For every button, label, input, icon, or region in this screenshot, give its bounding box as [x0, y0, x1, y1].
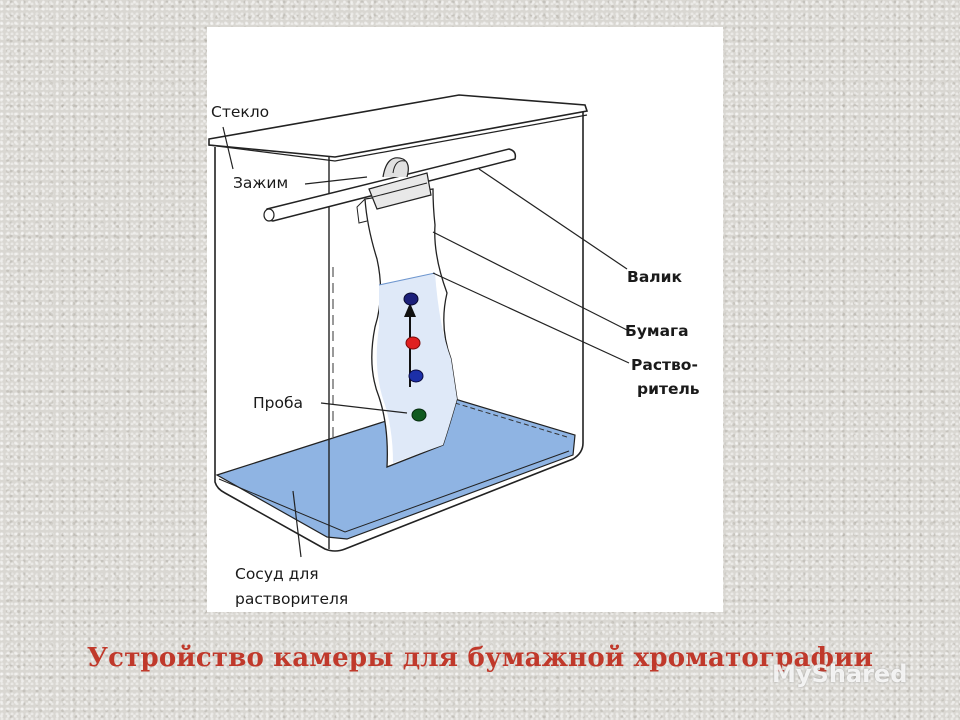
label-paper: Бумага [625, 322, 689, 340]
label-roller: Валик [627, 268, 683, 286]
spot-blue [408, 369, 424, 383]
clamp [368, 157, 432, 210]
glass-box [214, 109, 584, 552]
chromatography-chamber-diagram [208, 94, 630, 558]
spot-top [403, 292, 419, 306]
label-clamp: Зажим [233, 174, 289, 192]
label-solvent-line1: Раство- [631, 356, 698, 374]
slide-caption: Устройство камеры для бумажной хроматогр… [86, 643, 874, 673]
label-solvent-line2: ритель [637, 380, 700, 398]
spot-red [405, 336, 421, 350]
label-sample: Проба [253, 394, 304, 412]
watermark-logo: MyShared [772, 660, 908, 688]
diagram-panel: Стекло Зажим Валик Бумага Раство- ритель… [207, 27, 723, 612]
wetted-paper [376, 273, 457, 463]
label-vessel-line1: Сосуд для [235, 565, 319, 583]
label-vessel-line2: растворителя [235, 590, 349, 608]
spot-sample [411, 408, 427, 422]
label-glass: Стекло [211, 103, 270, 121]
